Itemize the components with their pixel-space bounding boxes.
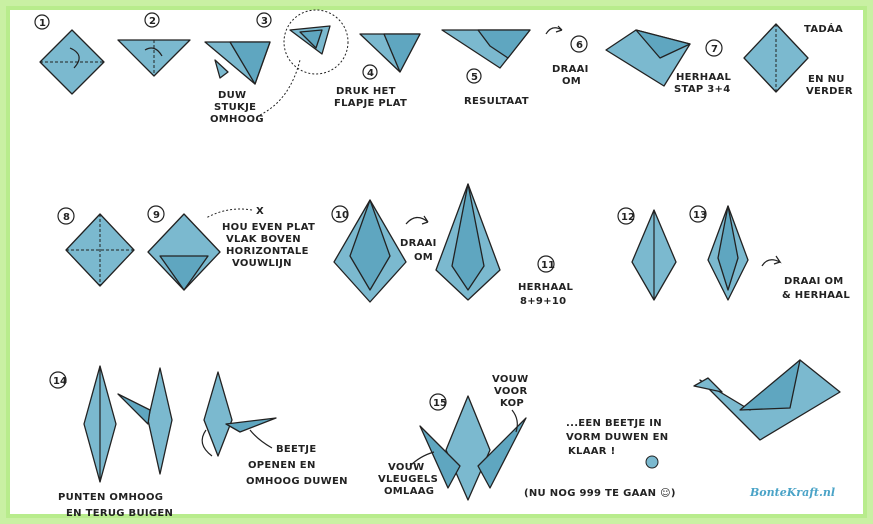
svg-text:VOUW: VOUW [388,462,424,473]
step-2: 2 [118,13,190,76]
svg-text:X: X [256,206,264,217]
svg-text:FLAPJE PLAT: FLAPJE PLAT [334,98,407,109]
svg-text:4: 4 [367,68,374,79]
step-12: 12 [618,208,676,300]
step-15: 15 VOUW VOOR KOP VOUW VLEUGELS OMLAAG [378,374,528,500]
svg-text:& HERHAAL: & HERHAAL [782,290,850,301]
svg-text:EN TERUG BUIGEN: EN TERUG BUIGEN [66,508,173,519]
svg-text:PUNTEN OMHOOG: PUNTEN OMHOOG [58,492,163,503]
svg-text:VERDER: VERDER [806,86,853,97]
svg-text:OMLAAG: OMLAAG [384,486,434,497]
svg-text:KLAAR !: KLAAR ! [568,446,615,457]
svg-text:EN NU: EN NU [808,74,845,85]
svg-text:14: 14 [53,376,67,387]
step-14: 14 BEETJE OPENEN EN OMHOOG DUWEN PUNTEN … [50,366,348,519]
svg-text:DRUK HET: DRUK HET [336,86,396,97]
step-9: 9 X HOU EVEN PLAT VLAK BOVEN HORIZONTALE… [148,206,315,290]
svg-text:5: 5 [471,72,478,83]
svg-text:8: 8 [63,212,70,223]
svg-text:TADÁA: TADÁA [804,22,843,35]
svg-text:8+9+10: 8+9+10 [520,296,566,307]
svg-text:(NU NOG 999 TE GAAN ☺): (NU NOG 999 TE GAAN ☺) [524,488,676,499]
svg-text:HERHAAL: HERHAAL [676,72,732,83]
svg-text:HERHAAL: HERHAAL [518,282,574,293]
svg-text:OPENEN EN: OPENEN EN [248,460,316,471]
svg-text:STUKJE: STUKJE [214,102,256,113]
svg-text:OM: OM [414,252,433,263]
svg-text:HOU EVEN PLAT: HOU EVEN PLAT [222,222,315,233]
final-note: ...EEN BEETJE IN VORM DUWEN EN KLAAR ! (… [524,418,676,499]
svg-text:1: 1 [39,18,46,29]
step-7: 7 HERHAAL STAP 3+4 [606,30,732,95]
svg-text:STAP 3+4: STAP 3+4 [674,84,731,95]
svg-text:VLEUGELS: VLEUGELS [378,474,438,485]
svg-text:VOUW: VOUW [492,374,528,385]
svg-text:9: 9 [153,210,160,221]
step-3: 3 DUW STUKJE OMHOOG [205,10,348,125]
svg-text:OM: OM [562,76,581,87]
step-13: 13 DRAAI OM & HERHAAL [690,206,850,301]
step-5: 5 RESULTAAT [442,30,530,107]
svg-text:OMHOOG: OMHOOG [210,114,264,125]
svg-text:7: 7 [711,44,718,55]
svg-text:6: 6 [576,40,583,51]
svg-text:DUW: DUW [218,90,246,101]
svg-text:VORM DUWEN EN: VORM DUWEN EN [566,432,668,443]
svg-text:DRAAI OM: DRAAI OM [784,276,844,287]
step-10: 10 DRAAI OM [332,184,500,302]
svg-text:13: 13 [693,210,707,221]
step-6: 6 DRAAI OM [546,26,589,87]
svg-text:BEETJE: BEETJE [276,444,316,455]
svg-text:DRAAI: DRAAI [400,238,437,249]
svg-text:VLAK BOVEN: VLAK BOVEN [226,234,301,245]
svg-text:DRAAI: DRAAI [552,64,589,75]
step-1: 1 [35,15,104,94]
svg-text:11: 11 [541,260,555,271]
svg-text:12: 12 [621,212,635,223]
tada-result: TADÁA EN NU VERDER [744,22,853,97]
svg-text:2: 2 [149,16,156,27]
svg-text:VOUWLIJN: VOUWLIJN [232,258,292,269]
svg-text:15: 15 [433,398,447,409]
step-8: 8 [58,208,134,286]
svg-text:OMHOOG DUWEN: OMHOOG DUWEN [246,476,348,487]
svg-text:KOP: KOP [500,398,524,409]
svg-text:RESULTAAT: RESULTAAT [464,96,529,107]
bontekraft-logo: BonteKraft.nl [749,486,835,499]
step-4: 4 DRUK HET FLAPJE PLAT [334,34,420,109]
svg-text:HORIZONTALE: HORIZONTALE [226,246,309,257]
svg-text:VOOR: VOOR [494,386,527,397]
svg-text:10: 10 [335,210,349,221]
svg-text:3: 3 [261,16,268,27]
step-11: 11 HERHAAL 8+9+10 [518,256,574,307]
finished-crane: BonteKraft.nl [694,360,840,499]
svg-text:...EEN BEETJE IN: ...EEN BEETJE IN [566,418,662,429]
